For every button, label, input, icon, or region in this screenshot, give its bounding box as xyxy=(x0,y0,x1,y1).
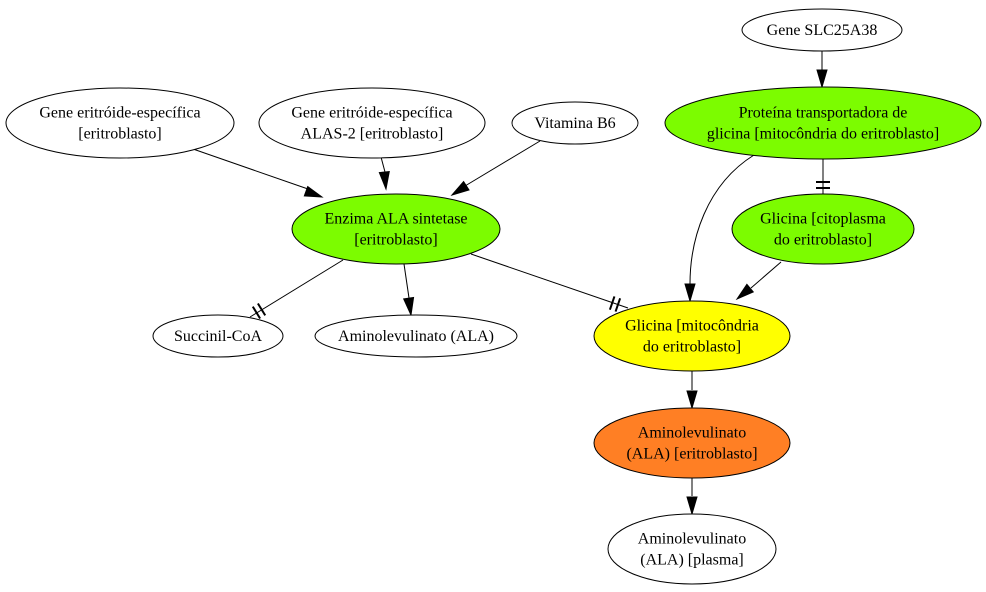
node-label: Succinil-CoA xyxy=(174,328,262,345)
arrow-head xyxy=(450,180,470,196)
edge-glicina-citoplasma-to-glicina-mitocondria xyxy=(735,261,782,301)
node-label: Vitamina B6 xyxy=(534,115,615,132)
tee-mark xyxy=(608,296,616,310)
node-ellipse xyxy=(664,86,982,160)
node-label: (ALA) [plasma] xyxy=(640,552,744,569)
node-ala-plasma: Aminolevulinato (ALA) [plasma] xyxy=(607,513,777,585)
node-ellipse xyxy=(258,87,486,159)
edge-vitamina-b6-to-enzima-ala-sintetase xyxy=(450,140,541,196)
node-label: Glicina [citoplasma xyxy=(760,211,886,228)
node-vitamina-b6: Vitamina B6 xyxy=(511,101,639,145)
node-proteina-transportadora: Proteína transportadora de glicina [mitoc… xyxy=(664,86,982,160)
node-label: do eritroblasto] xyxy=(643,339,741,356)
node-label: Enzima ALA sintetase xyxy=(324,211,467,228)
node-label: Aminolevulinato (ALA) xyxy=(338,328,494,345)
node-label: Gene eritróide-específica xyxy=(39,105,200,122)
node-ellipse xyxy=(314,314,518,358)
edge-gene-alas2-to-enzima-ala-sintetase xyxy=(378,156,390,191)
node-glicina-mitocondria: Glicina [mitocôndria do eritroblasto] xyxy=(593,300,791,372)
arrow-head xyxy=(402,296,415,317)
arrow-head xyxy=(816,69,828,89)
node-label: Proteína transportadora de xyxy=(739,105,908,122)
edge-proteina-transportadora-to-glicina-citoplasma xyxy=(816,159,830,194)
edge-enzima-ala-sintetase-to-glicina-mitocondria xyxy=(470,253,629,312)
node-label: glicina [mitocôndria do eritroblasto] xyxy=(707,126,939,143)
node-ala-eritroblasto: Aminolevulinato (ALA) [eritroblasto] xyxy=(593,407,791,479)
node-succinil-coa: Succinil-CoA xyxy=(152,314,284,358)
node-label: ALAS-2 [eritroblasto] xyxy=(301,126,444,143)
node-gene-slc25a38: Gene SLC25A38 xyxy=(741,8,903,52)
node-ellipse xyxy=(593,300,791,372)
node-label: do eritroblasto] xyxy=(774,232,872,249)
node-label: [eritroblasto] xyxy=(354,232,438,249)
edge-enzima-ala-sintetase-to-ala-plain xyxy=(402,263,415,317)
arrow-head xyxy=(686,496,698,516)
edge-line xyxy=(464,140,541,187)
node-label: [eritroblasto] xyxy=(78,126,162,143)
node-ellipse xyxy=(593,407,791,479)
edge-gene-eritroide-to-enzima-ala-sintetase xyxy=(192,148,324,198)
edge-line xyxy=(192,148,309,190)
edge-ala-eritroblasto-to-ala-plasma xyxy=(686,478,698,516)
arrow-head xyxy=(735,283,755,301)
node-label: Gene eritróide-específica xyxy=(291,105,452,122)
edge-gene-slc25a38-to-proteina-transportadora xyxy=(816,51,828,89)
node-label: Aminolevulinato xyxy=(638,531,746,548)
node-enzima-ala-sintetase: Enzima ALA sintetase [eritroblasto] xyxy=(291,193,501,265)
tee-mark xyxy=(251,306,261,320)
tee-mark xyxy=(614,298,622,312)
node-ellipse xyxy=(152,314,284,358)
node-ellipse xyxy=(511,101,639,145)
edge-proteina-transportadora-to-glicina-mitocondria xyxy=(684,154,755,303)
arrow-head xyxy=(684,283,696,303)
edge-line xyxy=(403,263,410,299)
node-ellipse xyxy=(291,193,501,265)
node-ellipse xyxy=(607,513,777,585)
node-label: Glicina [mitocôndria xyxy=(625,318,759,335)
node-ala-plain: Aminolevulinato (ALA) xyxy=(314,314,518,358)
arrow-head xyxy=(378,171,390,191)
node-label: Gene SLC25A38 xyxy=(767,22,878,39)
edge-enzima-ala-sintetase-to-succinil-coa xyxy=(249,259,344,320)
arrow-head xyxy=(303,185,324,198)
node-ellipse xyxy=(5,87,235,159)
node-gene-eritroide: Gene eritróide-específica [eritroblasto] xyxy=(5,87,235,159)
arrow-head xyxy=(686,390,698,410)
edge-line xyxy=(750,261,782,289)
edge-glicina-mitocondria-to-ala-eritroblasto xyxy=(686,371,698,410)
edge-line xyxy=(380,156,386,173)
edge-line xyxy=(249,259,344,318)
edge-line xyxy=(470,253,629,309)
edge-line xyxy=(689,154,755,285)
node-label: (ALA) [eritroblasto] xyxy=(626,446,757,463)
tee-mark xyxy=(257,302,267,316)
edges-layer xyxy=(192,51,830,516)
node-label: Aminolevulinato xyxy=(638,425,746,442)
node-ellipse xyxy=(731,193,915,265)
node-glicina-citoplasma: Glicina [citoplasma do eritroblasto] xyxy=(731,193,915,265)
node-ellipse xyxy=(741,8,903,52)
